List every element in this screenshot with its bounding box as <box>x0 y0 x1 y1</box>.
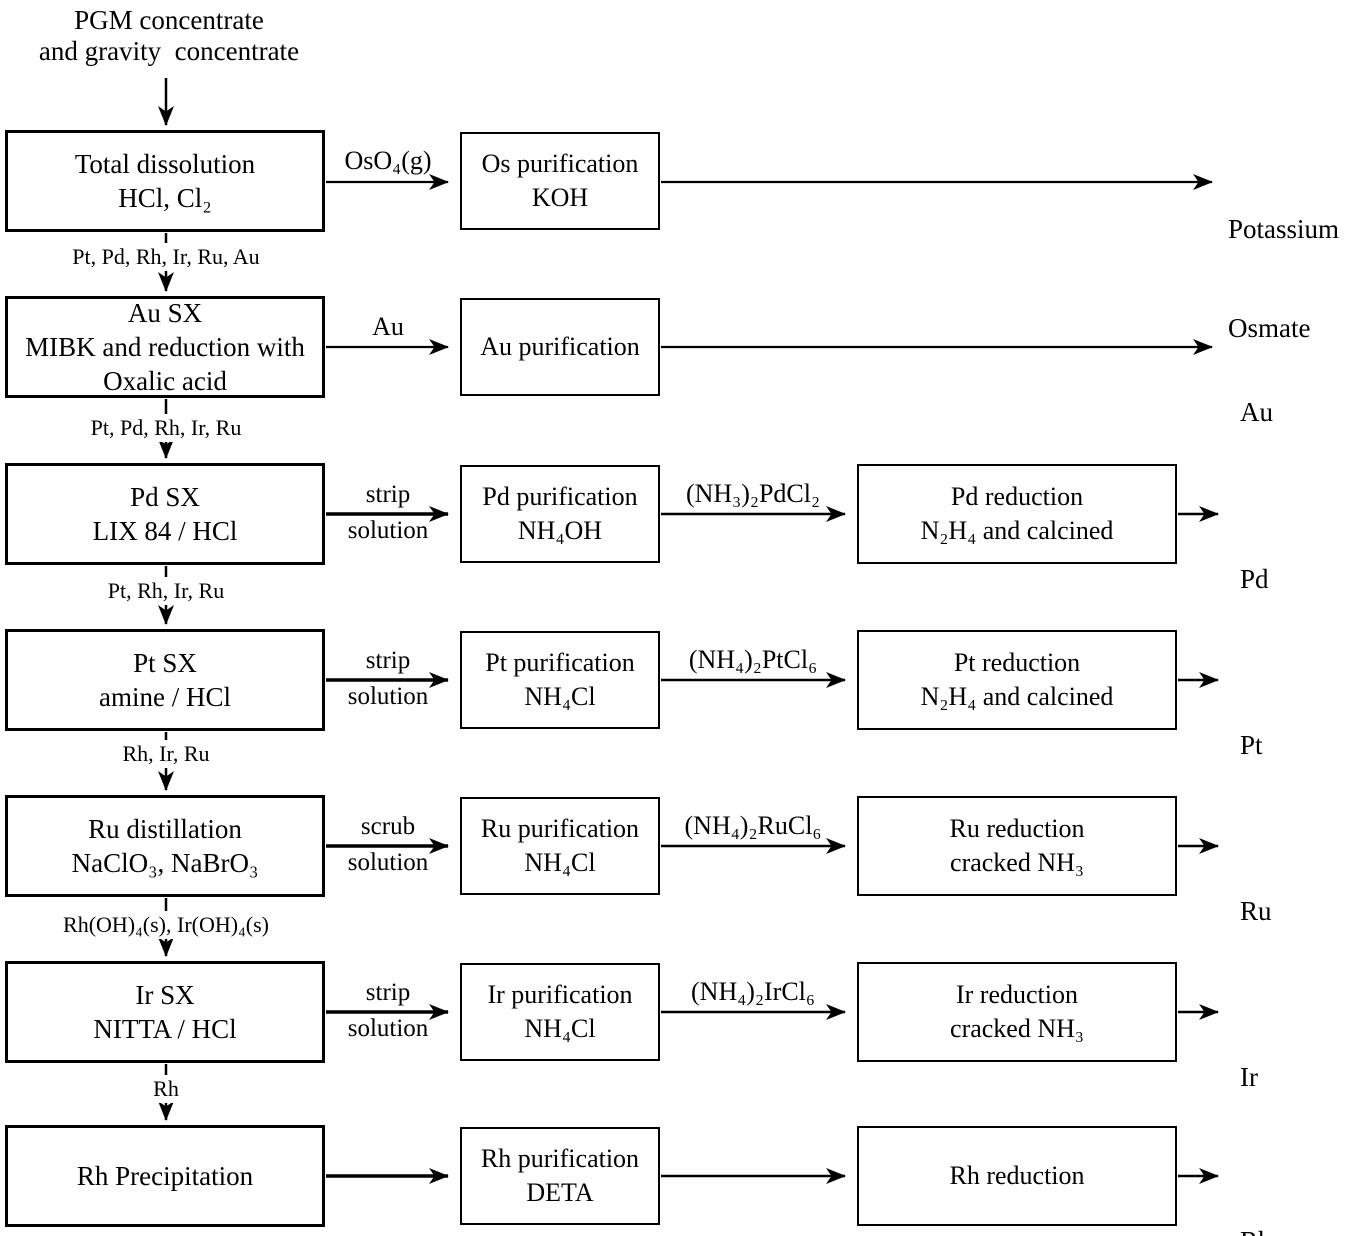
box-text-line: Pd SX <box>130 482 200 512</box>
box-total-dissolution: Total dissolution HCl, Cl₂ <box>5 130 325 232</box>
box-text-line: Rh reduction <box>949 1161 1085 1190</box>
box-text-line: DETA <box>526 1178 594 1207</box>
box-pt-reduction: Pt reduction N₂H₄ and calcined <box>857 630 1177 730</box>
output-line: Rh <box>1240 1225 1272 1236</box>
output-line: Potassium <box>1228 214 1340 244</box>
box-ir-reduction: Ir reduction cracked NH₃ <box>857 962 1177 1062</box>
box-text-line: Au purification <box>480 332 640 361</box>
box-pt-purification: Pt purification NH₄Cl <box>460 631 660 729</box>
box-au-purification: Au purification <box>460 298 660 396</box>
stream-label-hydroxides: Rh(OH)₄(s), Ir(OH)₄(s) <box>58 911 274 939</box>
stream-label-pt-pd-rh-ir-ru: Pt, Pd, Rh, Ir, Ru <box>85 414 247 442</box>
box-text-line: Au SX <box>127 298 203 328</box>
box-text-line: Rh Precipitation <box>76 1161 254 1191</box>
label-ammonium-ru-chloride: (NH₄)₂RuCl₆ <box>684 811 822 840</box>
output-pt: Pt <box>1240 663 1267 828</box>
box-text-line: Pt reduction <box>953 648 1081 677</box>
box-text-line: HCl, Cl₂ <box>118 183 212 213</box>
stream-label-rh: Rh <box>148 1075 184 1103</box>
label-strip-solution-pd: strip solution <box>348 481 429 545</box>
output-line: Pd <box>1240 564 1269 594</box>
box-pd-sx: Pd SX LIX 84 / HCl <box>5 463 325 565</box>
label-line: scrub <box>360 813 416 840</box>
box-text-line: Pd purification <box>482 482 638 511</box>
box-text-line: N₂H₄ and calcined <box>920 516 1114 545</box>
box-pt-sx: Pt SX amine / HCl <box>5 629 325 731</box>
box-ru-distillation: Ru distillation NaClO₃, NaBrO₃ <box>5 795 325 897</box>
box-text-line: Rh purification <box>480 1144 640 1173</box>
box-au-sx: Au SX MIBK and reduction with Oxalic aci… <box>5 296 325 398</box>
output-ru: Ru <box>1240 829 1272 994</box>
box-text-line: Ru reduction <box>949 814 1085 843</box>
label-oso4-gas: OsO₄(g) <box>344 146 432 175</box>
box-text-line: Ir SX <box>135 980 195 1010</box>
box-rh-reduction: Rh reduction <box>857 1126 1177 1226</box>
box-text-line: Ir reduction <box>955 980 1078 1009</box>
box-text-line: Total dissolution <box>74 149 256 179</box>
box-text-line: cracked NH₃ <box>950 848 1084 877</box>
box-text-line: Ru purification <box>480 814 640 843</box>
output-pd: Pd <box>1240 497 1269 662</box>
box-text-line: NH₄Cl <box>524 848 596 877</box>
box-text-line: Oxalic acid <box>103 366 227 396</box>
box-ir-purification: Ir purification NH₄Cl <box>460 963 660 1061</box>
box-ru-reduction: Ru reduction cracked NH₃ <box>857 796 1177 896</box>
label-scrub-solution-ru: scrub solution <box>348 813 429 877</box>
feed-label: PGM concentrate and gravity concentrate <box>8 5 330 67</box>
label-au-stream: Au <box>372 312 404 341</box>
box-text-line: LIX 84 / HCl <box>92 516 238 546</box>
output-potassium-osmate: Potassium Osmate <box>1228 147 1339 411</box>
label-line: solution <box>347 849 429 876</box>
box-os-purification: Os purification KOH <box>460 132 660 230</box>
output-line: Pt <box>1240 730 1263 760</box>
label-ammonium-ir-chloride: (NH₄)₂IrCl₆ <box>691 977 815 1006</box>
label-line: strip <box>365 481 411 508</box>
box-text-line: NH₄Cl <box>524 682 596 711</box>
label-line: solution <box>347 1015 429 1042</box>
feed-line: PGM concentrate <box>74 5 264 35</box>
output-line: Ru <box>1240 896 1272 926</box>
box-ru-purification: Ru purification NH₄Cl <box>460 797 660 895</box>
box-text-line: NITTA / HCl <box>93 1014 237 1044</box>
box-pd-purification: Pd purification NH₄OH <box>460 465 660 563</box>
box-pd-reduction: Pd reduction N₂H₄ and calcined <box>857 464 1177 564</box>
box-text-line: KOH <box>531 183 589 212</box>
label-line: solution <box>347 683 429 710</box>
box-text-line: NaClO₃, NaBrO₃ <box>71 848 259 878</box>
box-text-line: amine / HCl <box>99 682 231 712</box>
label-strip-solution-pt: strip solution <box>348 647 429 711</box>
label-ammine-pd-chloride: (NH₃)₂PdCl₂ <box>685 479 821 508</box>
stream-label-rh-ir-ru: Rh, Ir, Ru <box>117 740 215 768</box>
box-text-line: Pd reduction <box>950 482 1084 511</box>
box-text-line: Pt SX <box>133 648 197 678</box>
box-text-line: NH₄OH <box>517 516 603 545</box>
box-text-line: Pt purification <box>485 648 635 677</box>
stream-label-pt-pd-rh-ir-ru-au: Pt, Pd, Rh, Ir, Ru, Au <box>67 243 265 271</box>
output-line: Osmate <box>1228 313 1311 343</box>
output-rh: Rh <box>1240 1159 1272 1236</box>
box-rh-purification: Rh purification DETA <box>460 1127 660 1225</box>
label-line: strip <box>365 979 411 1006</box>
output-line: Ir <box>1240 1062 1258 1092</box>
box-text-line: Ir purification <box>487 980 633 1009</box>
output-line: Au <box>1240 397 1273 427</box>
feed-line: and gravity concentrate <box>38 36 300 66</box>
box-text-line: MIBK and reduction with <box>25 332 305 362</box>
stream-label-pt-rh-ir-ru: Pt, Rh, Ir, Ru <box>102 577 230 605</box>
box-text-line: cracked NH₃ <box>950 1014 1084 1043</box>
box-text-line: N₂H₄ and calcined <box>920 682 1114 711</box>
box-text-line: NH₄Cl <box>524 1014 596 1043</box>
box-text-line: Ru distillation <box>88 814 242 844</box>
box-rh-precipitation: Rh Precipitation <box>5 1125 325 1227</box>
label-strip-solution-ir: strip solution <box>348 979 429 1043</box>
label-line: strip <box>365 647 411 674</box>
label-ammonium-pt-chloride: (NH₄)₂PtCl₆ <box>688 645 818 674</box>
output-ir: Ir <box>1240 995 1267 1160</box>
label-line: solution <box>347 517 429 544</box>
output-au: Au <box>1240 330 1273 495</box>
box-ir-sx: Ir SX NITTA / HCl <box>5 961 325 1063</box>
box-text-line: Os purification <box>481 149 639 178</box>
